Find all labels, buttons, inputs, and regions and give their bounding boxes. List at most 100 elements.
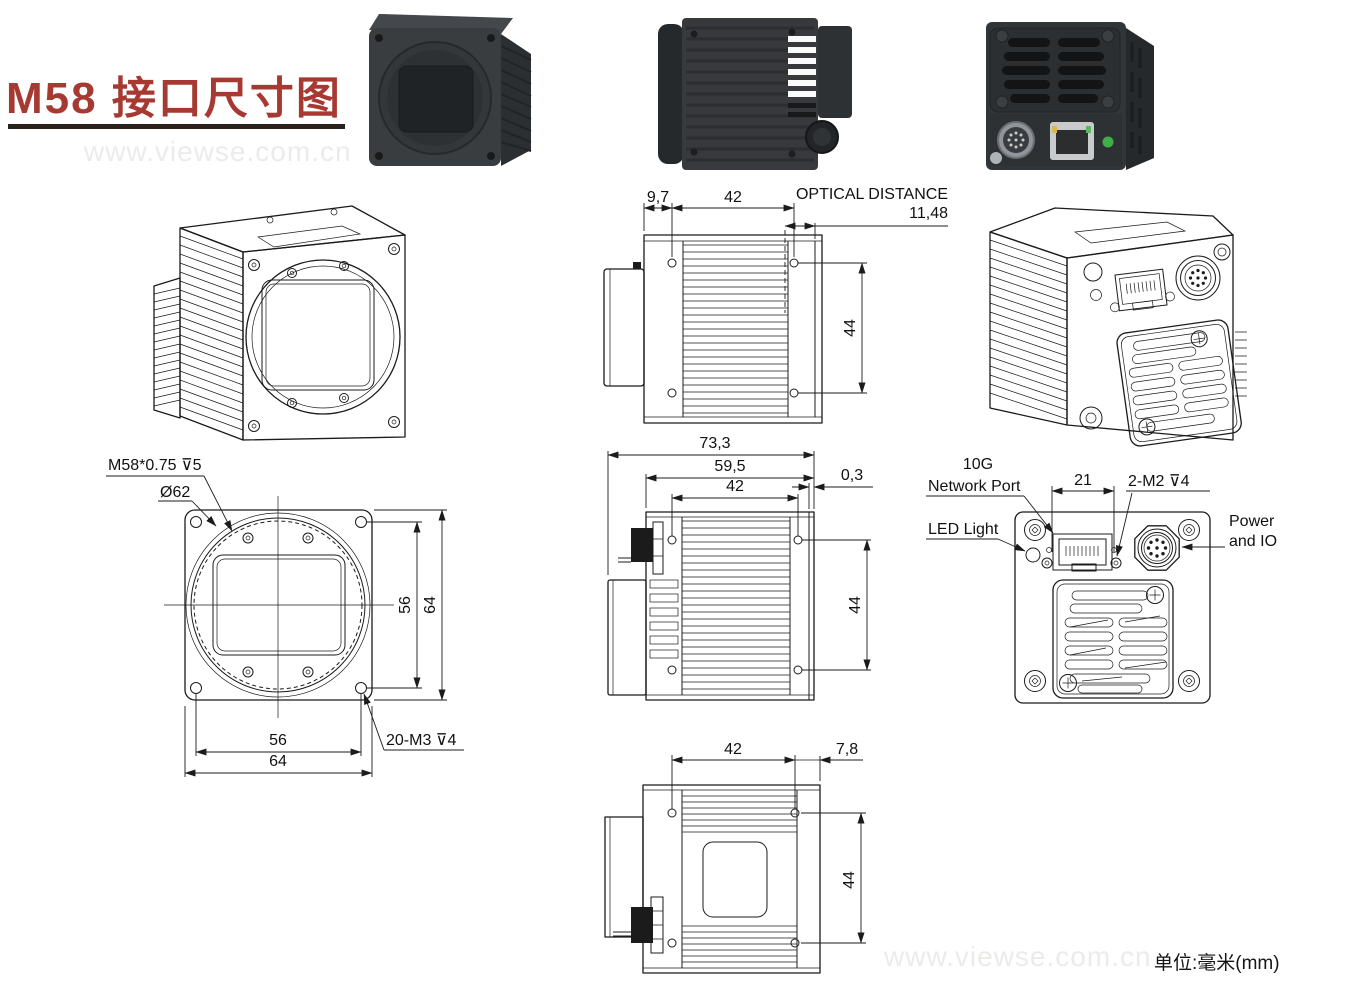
bottom-hole-inner	[1085, 412, 1097, 424]
lens-mount	[604, 816, 644, 938]
corner-screws	[248, 243, 400, 432]
product-photo-front	[369, 14, 532, 166]
port-label-line2: Network Port	[928, 478, 1021, 495]
screw	[487, 152, 495, 160]
dim-7-8: 7,8	[836, 741, 858, 758]
ring-screws	[287, 261, 349, 408]
unit-note: 单位:毫米(mm)	[1154, 953, 1280, 974]
led-label: LED Light	[928, 521, 999, 538]
power-label-line1: Power	[1229, 513, 1275, 530]
extension-lines	[671, 755, 821, 809]
rj45-led-amber	[1052, 126, 1057, 133]
body-bands	[644, 240, 822, 418]
screw	[1101, 95, 1115, 109]
sensor-window-inner	[265, 283, 371, 387]
dim-44: 44	[842, 319, 859, 337]
m12-connector	[1134, 525, 1180, 571]
fan-grille	[1116, 319, 1242, 447]
front-face	[242, 234, 406, 441]
screw	[266, 216, 274, 224]
back-face	[1066, 234, 1234, 441]
extension-lines	[643, 203, 816, 257]
power-label-line2: and IO	[1229, 533, 1277, 550]
fin-lines	[682, 520, 790, 690]
dim-9-7: 9,7	[647, 189, 669, 206]
camera-back-block	[818, 26, 852, 118]
bracket-lines	[653, 538, 663, 557]
rj45-port	[1041, 533, 1122, 572]
optical-distance-value: 11,48	[909, 205, 948, 222]
top-view-drawing: 9,7 42 OPTICAL DISTANCE 11,48 44	[603, 186, 948, 424]
dim-42: 42	[724, 741, 742, 758]
fin-lines	[179, 235, 244, 431]
screw	[1101, 29, 1115, 43]
back-plate	[1014, 511, 1211, 704]
connector-stem	[618, 557, 631, 563]
fin-slots	[1130, 42, 1142, 154]
screw	[788, 28, 796, 36]
connector-stem	[613, 931, 631, 937]
screw	[375, 34, 383, 42]
top-face	[989, 207, 1234, 259]
thread-label: M58*0.75 ⊽5	[108, 457, 202, 474]
body-outline	[642, 784, 821, 974]
fan-grille	[1052, 579, 1174, 699]
fin-lines	[683, 244, 788, 414]
io-connector	[631, 528, 653, 562]
watermark-top: www.viewse.com.cn	[84, 136, 352, 167]
index-mark	[633, 262, 641, 269]
screw	[788, 150, 796, 158]
m12-connector	[1175, 243, 1231, 301]
top-face	[179, 205, 406, 253]
fin-lines	[989, 239, 1068, 420]
connector-bracket	[652, 521, 664, 575]
edge-fins	[1235, 331, 1247, 397]
panel-hole-small	[1090, 289, 1102, 301]
dim-59-5: 59,5	[714, 458, 745, 475]
sensor-screws	[242, 532, 314, 678]
body-bands	[643, 789, 820, 969]
mount-ring	[245, 259, 401, 415]
fin-stack	[153, 277, 181, 419]
extension-lines	[366, 509, 447, 701]
m12-connector-core	[813, 128, 831, 146]
product-photo-side	[658, 18, 852, 170]
led-indicator	[1025, 547, 1041, 563]
port-label-line1: 10G	[963, 456, 993, 473]
screw	[995, 95, 1009, 109]
sensor-window	[261, 279, 375, 391]
fan-grille	[989, 27, 1121, 113]
fin-stack-lines	[153, 287, 181, 407]
extension-lines	[801, 812, 866, 944]
panel-hole	[1083, 262, 1103, 282]
screw	[330, 208, 338, 216]
fin-lines	[686, 26, 814, 162]
sensor-window	[398, 65, 474, 133]
iso-back-drawing	[989, 207, 1247, 447]
heatsink-side	[989, 231, 1068, 426]
screw	[990, 152, 1002, 164]
top-plate	[256, 225, 362, 248]
grille-slots	[1002, 38, 1106, 103]
body-dividers	[681, 512, 810, 700]
extension-lines	[1051, 486, 1115, 552]
dim-21: 21	[1074, 472, 1092, 489]
dim-42: 42	[724, 189, 742, 206]
body-dividers	[681, 790, 798, 968]
dim-44: 44	[841, 871, 858, 889]
top-plate	[1074, 221, 1187, 244]
dim-73-3: 73,3	[699, 435, 730, 452]
lens-mount	[603, 268, 645, 387]
iso-front-drawing	[153, 205, 406, 441]
extension-lines	[184, 694, 373, 777]
mount-plate	[702, 841, 768, 918]
screw	[375, 152, 383, 160]
body-outline	[645, 511, 815, 701]
tap-label: 2-M2 ⊽4	[1128, 473, 1190, 490]
diameter-label: Ø62	[160, 484, 190, 501]
back-view-drawing: 10G Network Port LED Light 21 2-M2 ⊽4 Po…	[926, 456, 1277, 704]
lens-mount	[607, 579, 647, 696]
fan-blade-lines	[1069, 615, 1167, 682]
rj45-led-green	[1086, 126, 1091, 133]
